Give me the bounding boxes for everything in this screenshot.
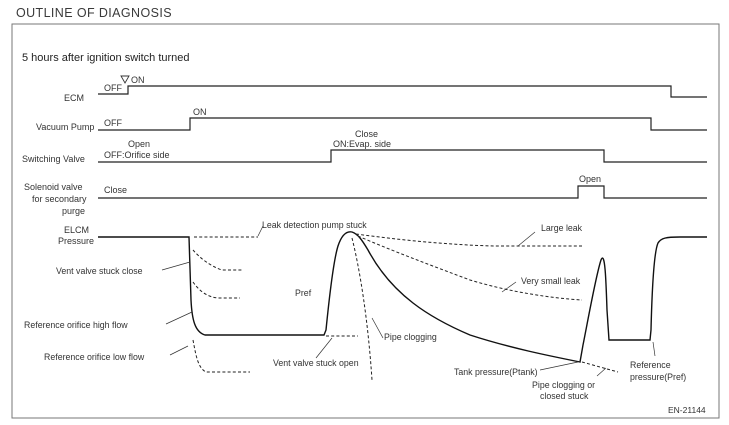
ecm-label: ECM	[64, 93, 84, 103]
switching-valve-close-label: Close	[355, 129, 378, 139]
switching-valve-label: Switching Valve	[22, 154, 85, 164]
switching-valve-open-label: Open	[128, 139, 150, 149]
figure-code: EN-21144	[668, 405, 706, 415]
ecm-off-label: OFF	[104, 83, 122, 93]
solenoid-label-line3: purge	[62, 206, 85, 216]
ecm-signal	[98, 85, 707, 98]
triangle-down-icon	[120, 75, 130, 84]
ann-vent-stuck-open: Vent valve stuck open	[273, 358, 359, 368]
diagram-frame	[11, 23, 720, 419]
ann-ref-high: Reference orifice high flow	[24, 320, 128, 330]
vacuum-pump-signal	[98, 117, 707, 131]
solenoid-open-label: Open	[579, 174, 601, 184]
ann-leak-pump-stuck: Leak detection pump stuck	[262, 220, 367, 230]
elcm-label-line2: Pressure	[58, 236, 94, 246]
vacuum-pump-off-label: OFF	[104, 118, 122, 128]
elcm-pressure-trace	[98, 231, 707, 363]
pipe-clogging-curve	[351, 237, 373, 381]
ann-ref-pressure-1: Reference	[630, 360, 671, 370]
solenoid-signal	[98, 185, 707, 199]
leader-closed-stuck	[596, 367, 607, 377]
very-small-leak-curve	[357, 235, 583, 301]
leader-small-leak	[501, 281, 517, 293]
leader-ref-pressure	[652, 341, 656, 357]
ref-low-flow-curve	[192, 339, 250, 373]
ann-tank-pressure: Tank pressure(Ptank)	[454, 367, 538, 377]
ann-pipe-clogging: Pipe clogging	[384, 332, 437, 342]
ann-ref-low: Reference orifice low flow	[44, 352, 145, 362]
leader-leak-pump	[257, 225, 264, 237]
leader-vent-close	[161, 261, 191, 271]
leader-vent-open	[315, 337, 333, 359]
tank-pressure-tail	[581, 361, 619, 373]
leader-large-leak	[517, 231, 536, 247]
ann-large-leak: Large leak	[541, 223, 583, 233]
ann-pref: Pref	[295, 288, 312, 298]
page-header: OUTLINE OF DIAGNOSIS	[16, 6, 172, 20]
vacuum-pump-on-label: ON	[193, 107, 207, 117]
large-leak-curve	[355, 233, 582, 247]
ann-vent-stuck-close: Vent valve stuck close	[56, 266, 143, 276]
solenoid-label-line1: Solenoid valve	[24, 182, 83, 192]
ref-high-flow-curve	[192, 281, 240, 299]
switching-valve-signal	[98, 149, 707, 163]
ann-pipe-clog-closed-1: Pipe clogging or	[532, 380, 595, 390]
diagram-caption: 5 hours after ignition switch turned	[22, 52, 190, 64]
switching-valve-on-state: ON:Evap. side	[333, 139, 391, 149]
ecm-on-label: ON	[131, 75, 145, 85]
solenoid-close-label: Close	[104, 185, 127, 195]
ann-very-small-leak: Very small leak	[521, 276, 581, 286]
leader-pipe-clog	[371, 317, 384, 339]
switching-valve-off-state: OFF:Orifice side	[104, 150, 170, 160]
leader-ref-low	[169, 345, 189, 356]
solenoid-label-line2: for secondary	[32, 194, 87, 204]
leader-ref-high	[165, 311, 193, 325]
vent-stuck-close-curve	[192, 249, 242, 271]
vacuum-pump-label: Vacuum Pump	[36, 122, 94, 132]
ann-ref-pressure-2: pressure(Pref)	[630, 372, 686, 382]
elcm-label-line1: ELCM	[64, 225, 89, 235]
ann-pipe-clog-closed-2: closed stuck	[540, 391, 589, 401]
leader-tank	[539, 361, 579, 371]
